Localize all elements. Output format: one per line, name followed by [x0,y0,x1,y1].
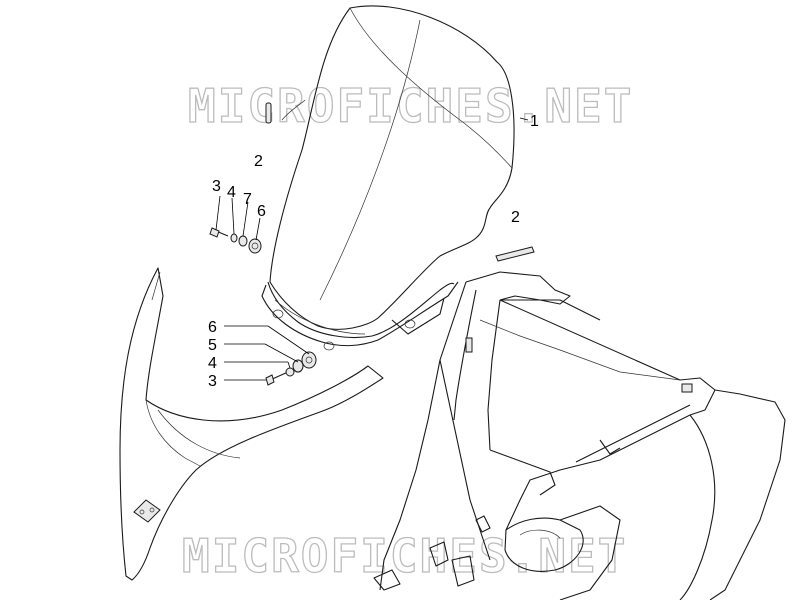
callout-3-lower: 3 [208,373,217,390]
callout-7-upper: 7 [243,191,252,208]
watermark-bottom: MICROFICHES.NET [182,529,627,583]
windshield [261,5,515,351]
front-fairing-panel [119,267,384,581]
callout-6-upper: 6 [257,203,266,220]
headlight-frame [373,271,786,600]
callout-6-lower: 6 [208,319,217,336]
callout-2-right: 2 [511,209,520,226]
fasteners-upper [209,227,262,254]
callout-2-left: 2 [254,153,263,170]
callout-5-lower: 5 [208,337,217,354]
pin-right [495,246,535,262]
callout-4-upper: 4 [227,184,236,201]
watermark-top: MICROFICHES.NET [188,79,633,133]
callout-4-lower: 4 [208,355,217,372]
callout-3-upper: 3 [212,178,221,195]
fasteners-lower [265,351,317,386]
pin-left [265,102,272,124]
callout-1-windshield: 1 [530,113,539,130]
callout-labels: 1 2 2 3 4 7 6 6 5 4 3 [208,113,539,390]
leader-lines [215,117,529,381]
